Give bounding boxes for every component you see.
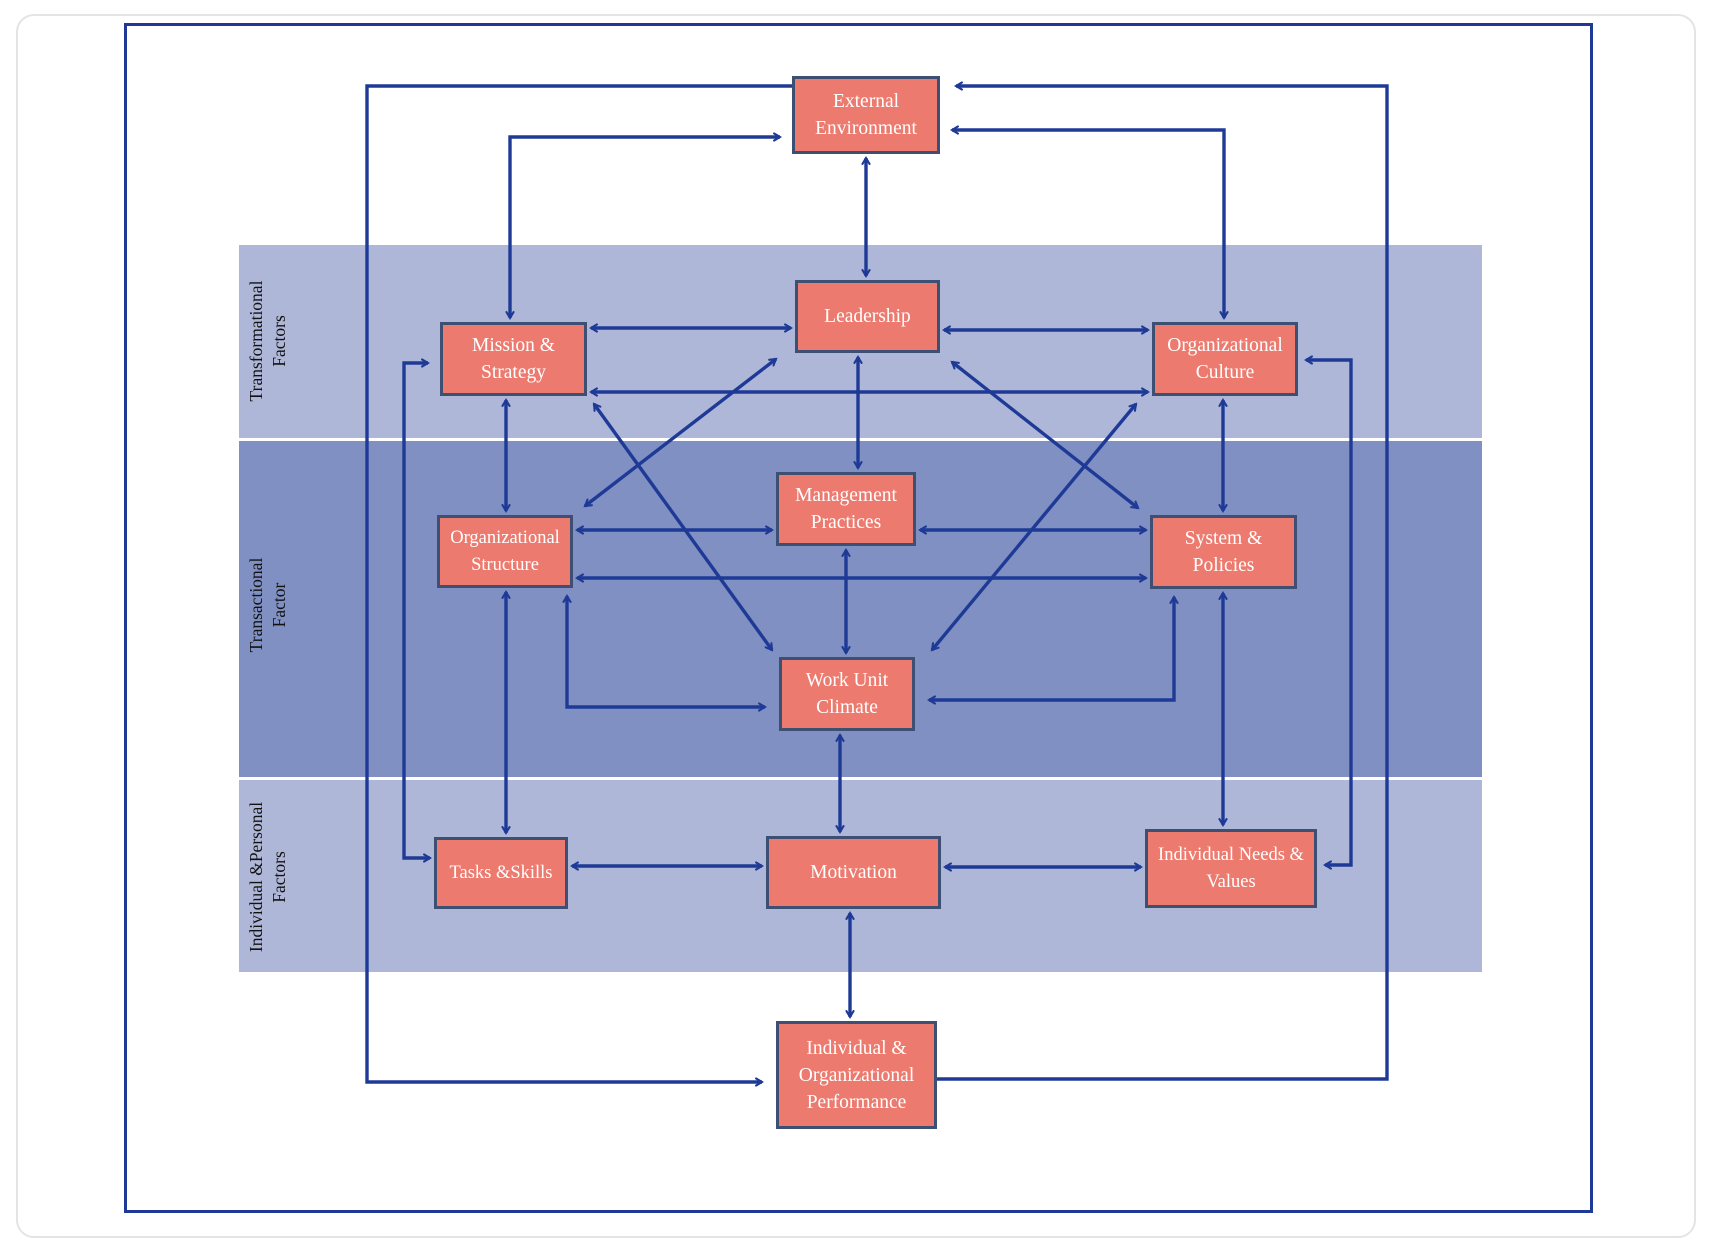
node-mission-strategy: Mission & Strategy: [440, 322, 587, 396]
node-system-policies: System & Policies: [1150, 515, 1297, 589]
band-label-transformational-factors: Transformational Factors: [246, 280, 289, 402]
node-management-practices: Management Practices: [776, 472, 916, 546]
node-leadership: Leadership: [795, 280, 940, 353]
diagram-outer-border: [124, 23, 1593, 1213]
node-motivation: Motivation: [766, 836, 941, 909]
node-individual-needs-values: Individual Needs & Values: [1145, 829, 1317, 908]
band-label-transactional-factor: Transactional Factor: [246, 557, 289, 653]
node-organizational-culture: Organizational Culture: [1152, 322, 1298, 396]
node-work-unit-climate: Work Unit Climate: [779, 657, 915, 731]
node-tasks-skills: Tasks &Skills: [434, 837, 568, 909]
node-organizational-structure: Organizational Structure: [437, 515, 573, 588]
node-external-environment: External Environment: [792, 76, 940, 154]
band-label-individual-personal-factors: Individual &Personal Factors: [246, 801, 289, 953]
node-individual-organizational-performance: Individual & Organizational Performance: [776, 1021, 937, 1129]
